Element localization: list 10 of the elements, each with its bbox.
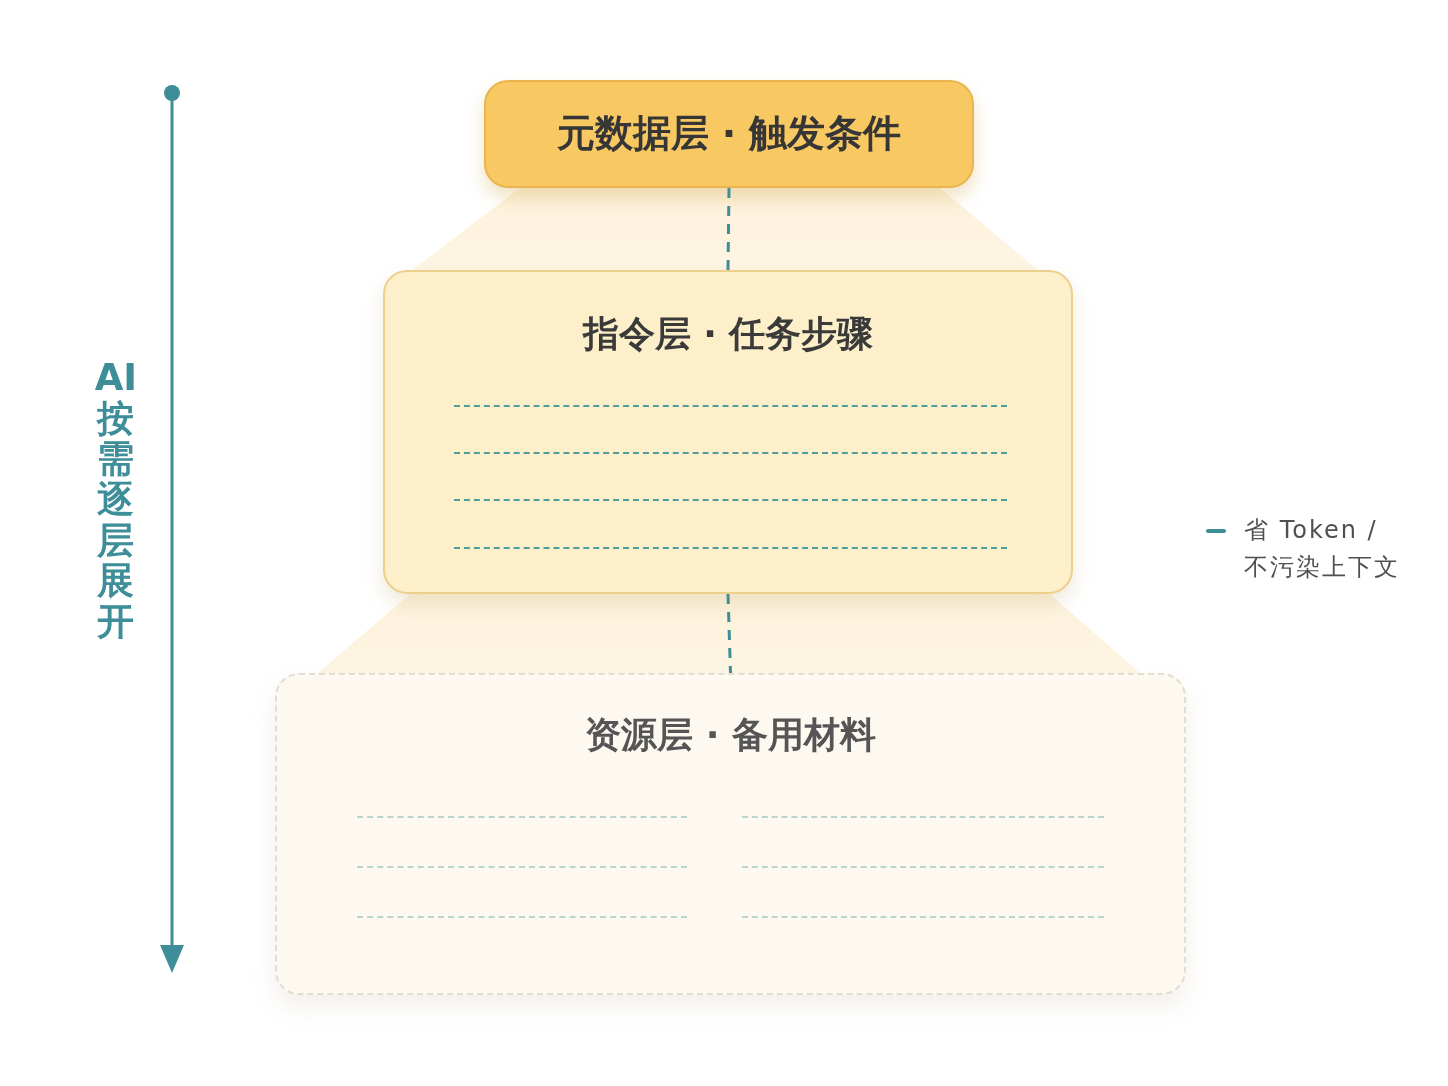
layer-title: 指令层 · 任务步骤 [582, 312, 874, 356]
dashed-connector [726, 593, 732, 674]
layer-title: 元数据层 · 触发条件 [556, 111, 902, 157]
layer-title: 资源层 · 备用材料 [585, 713, 876, 757]
legend-text: 省 Token / 不污染上下文 [1244, 515, 1401, 584]
dashed-connector [726, 187, 731, 271]
layer-box [484, 80, 974, 188]
axis-label: AI按需逐层展开 [93, 358, 139, 643]
layer-box [383, 270, 1073, 594]
layer-box [275, 673, 1186, 995]
